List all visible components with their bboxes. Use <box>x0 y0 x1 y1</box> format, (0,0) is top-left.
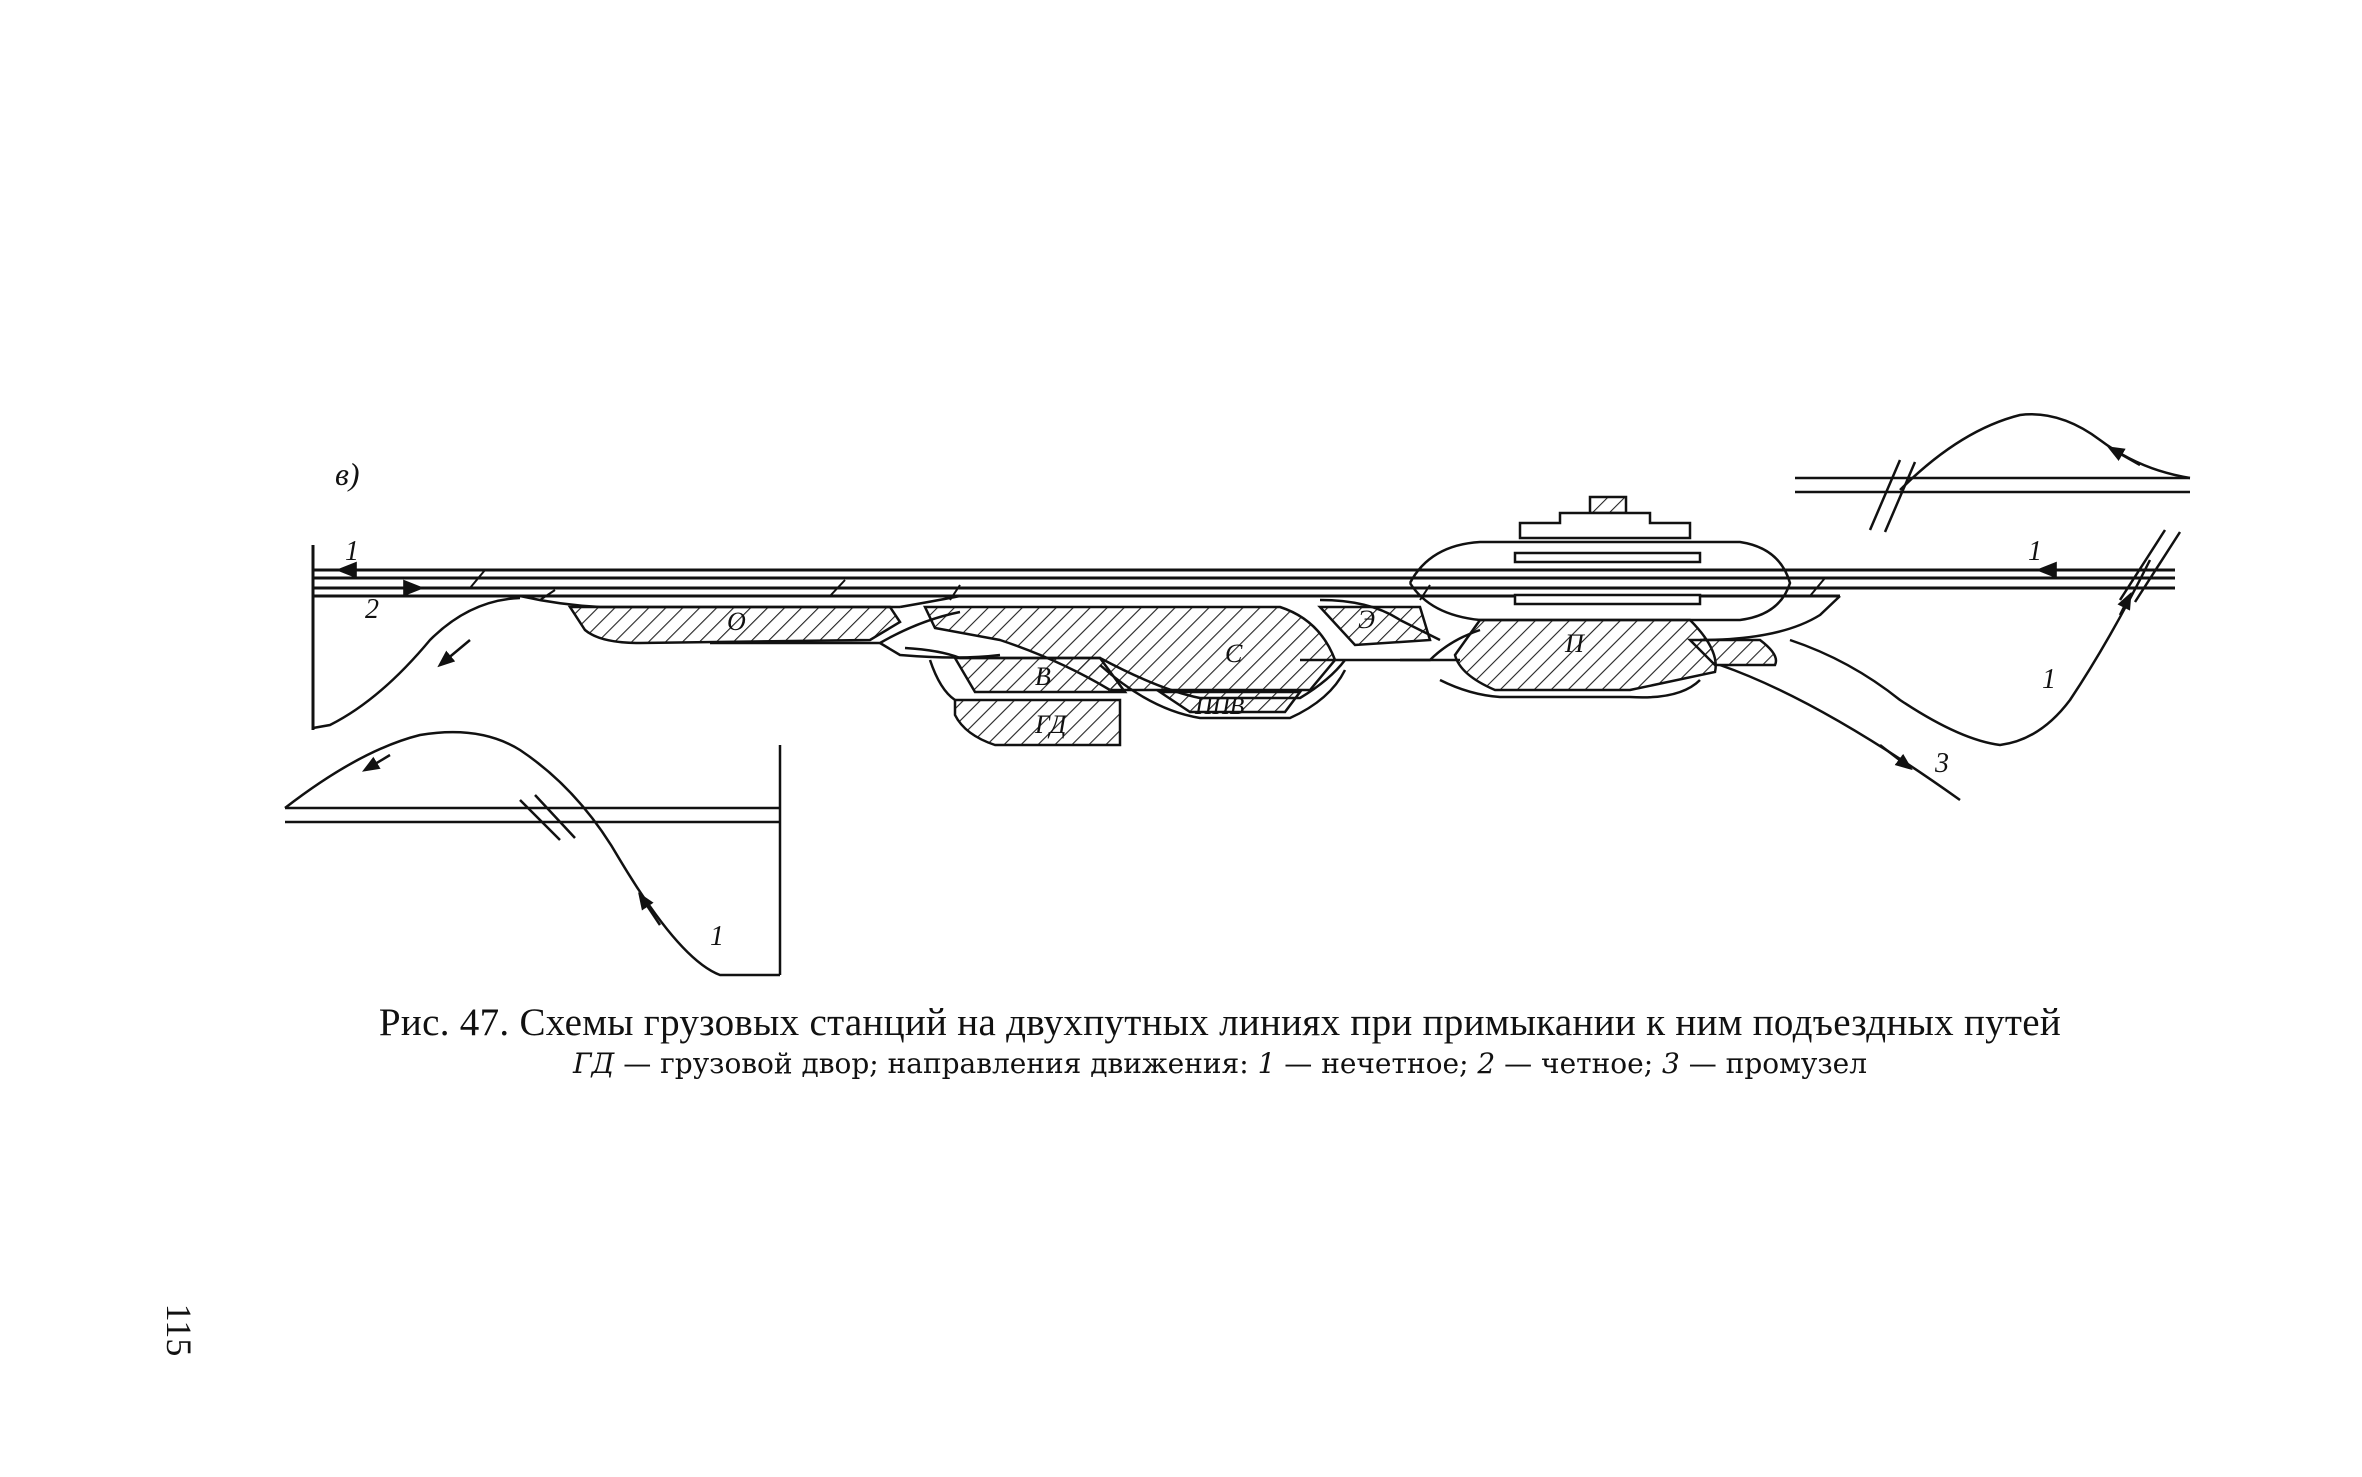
left-approach <box>284 596 782 977</box>
left-curve-1 <box>312 596 521 730</box>
arrow-top-right <box>2106 446 2141 467</box>
arrow-bottom-curve-a <box>361 753 391 772</box>
track-o-low <box>710 610 961 645</box>
building-top <box>1588 495 1628 515</box>
zone-p-area <box>1453 618 1717 692</box>
track-o <box>519 594 900 609</box>
crossing-top-right <box>1868 459 1917 533</box>
legend-dir1-text: — нечетное; <box>1275 1047 1478 1080</box>
track-p-low <box>1439 678 1701 699</box>
zone-right-area <box>1686 638 1778 667</box>
legend-text: — грузовой двор; направления движения: <box>614 1047 1258 1080</box>
track-s <box>899 594 961 609</box>
track-gd <box>928 659 956 702</box>
switch-marks <box>469 569 1826 601</box>
page-number: 115 <box>159 1303 199 1357</box>
label-zone-v: В <box>1035 662 1051 691</box>
panel-label: в) <box>335 456 360 492</box>
track-station <box>1408 540 1792 622</box>
label-zone-o: О <box>727 607 746 636</box>
label-dir-right-curve: 1 <box>2042 664 2056 695</box>
legend-prefix: ГД <box>572 1047 615 1080</box>
label-zone-e: Э <box>1358 605 1375 634</box>
station-tracks <box>519 540 1841 720</box>
hatched-zones <box>567 605 1778 747</box>
track-ppv <box>1099 664 1347 720</box>
label-zone-s: С <box>1225 639 1243 668</box>
label-zone-p: П <box>1564 629 1586 658</box>
label-dir-left-bottom: 2 <box>365 594 379 625</box>
arrow-right-curve <box>2117 591 2132 616</box>
right-curve-1 <box>1789 559 2152 747</box>
track-v <box>904 646 1346 700</box>
station-building <box>1513 495 1702 606</box>
caption-title: Рис. 47. Схемы грузовых станций на двухп… <box>378 1001 2062 1044</box>
figure-caption: Рис. 47. Схемы грузовых станций на двухп… <box>300 1000 2140 1080</box>
label-zone-gd: ГД <box>1034 710 1068 739</box>
crossing-bottom <box>519 794 576 841</box>
right-exit-3 <box>1719 663 1961 802</box>
legend-dir3-text: — промузел <box>1679 1047 1868 1080</box>
arrow-bottom-curve-b <box>638 892 662 926</box>
right-approach <box>1719 413 2191 802</box>
label-dir-bottom-left: 1 <box>710 921 724 952</box>
label-dir-right-top: 1 <box>2028 536 2042 567</box>
track-right <box>1699 595 1841 642</box>
label-zone-ppv: ППВ <box>1194 694 1245 720</box>
label-dir-right-exit: 3 <box>1934 748 1949 779</box>
label-dir-left-top: 1 <box>345 536 359 567</box>
track-s-low <box>879 641 1001 659</box>
legend-dir3-num: 3 <box>1662 1047 1680 1080</box>
bottom-curve <box>284 730 780 977</box>
zone-o-area <box>567 605 902 645</box>
zone-e-area <box>1317 605 1432 647</box>
arrow-exit-3 <box>1879 744 1913 771</box>
platform-1 <box>1513 551 1702 564</box>
track-e-upper <box>1319 598 1441 642</box>
legend-dir2-num: 2 <box>1477 1047 1496 1080</box>
legend-dir1-num: 1 <box>1257 1047 1276 1080</box>
caption-legend: ГД — грузовой двор; направления движения… <box>300 1047 2140 1080</box>
arrow-left-curve <box>437 639 471 668</box>
platform-2 <box>1513 593 1702 606</box>
diagram-labels: в) 1 2 1 1 3 1 О Э С В ППВ ГД П <box>335 456 2056 952</box>
legend-dir2-text: — четное; <box>1495 1047 1663 1080</box>
crossing-right <box>2118 529 2182 603</box>
building-body <box>1518 511 1692 540</box>
zone-gd-area <box>953 698 1122 747</box>
